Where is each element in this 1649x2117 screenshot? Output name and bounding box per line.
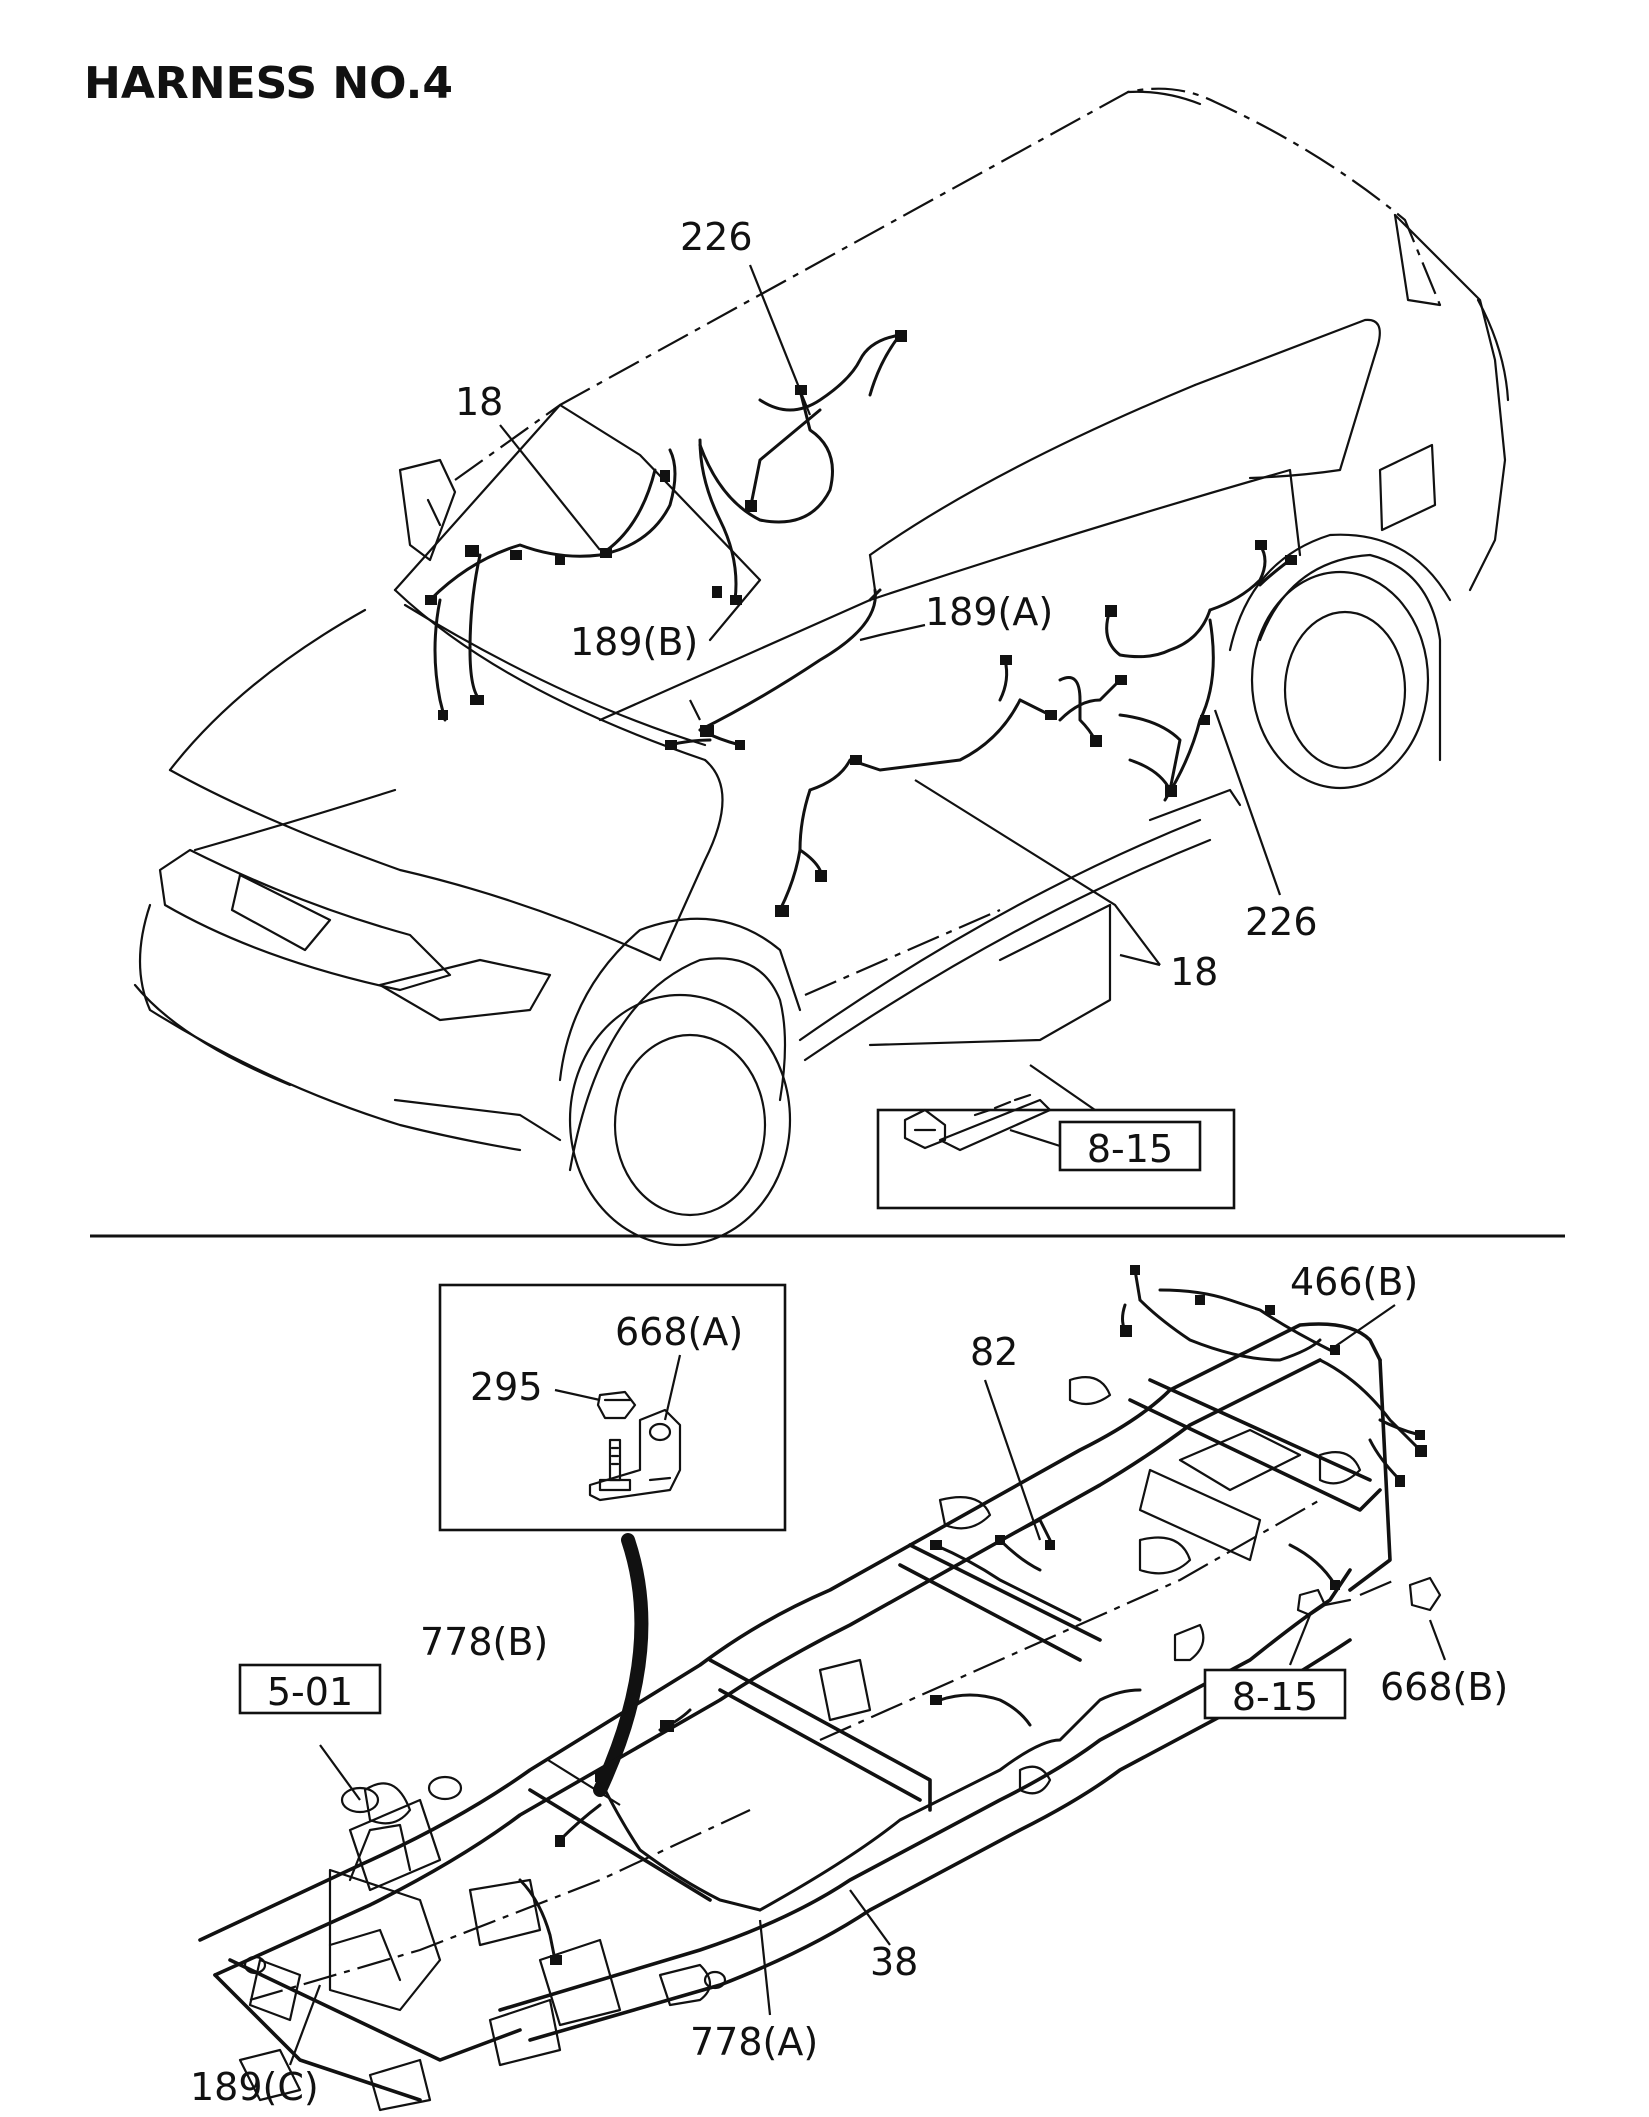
callout-18-right: 18 [1170, 950, 1218, 994]
callout-778a: 778(A) [690, 2020, 818, 2064]
callout-668a: 668(A) [615, 1310, 743, 1354]
ref-8-15-top: 8-15 [1087, 1127, 1173, 1171]
inset-bracket-detail: 668(A) 295 [438, 1283, 787, 1532]
top-callouts [499, 264, 1282, 967]
callout-189a: 189(A) [925, 590, 1053, 634]
callout-189b: 189(B) [570, 620, 698, 664]
chassis-frame [198, 1322, 1392, 2112]
callout-18-left: 18 [455, 380, 503, 424]
chassis-harness-wires [518, 1268, 1422, 1962]
ref-5-01: 5-01 [267, 1670, 353, 1714]
callout-226-right: 226 [1245, 900, 1318, 944]
ref-box-5-01[interactable]: 5-01 [238, 1663, 382, 1715]
body-harness-wires [428, 333, 1292, 912]
ref-8-15-bottom: 8-15 [1232, 1675, 1318, 1719]
callout-82: 82 [970, 1330, 1018, 1374]
callout-778b: 778(B) [420, 1620, 548, 1664]
chassis-callouts [288, 1304, 1447, 2066]
vehicle-body [133, 87, 1510, 1247]
inset-clip-detail-top: 8-15 [876, 1064, 1236, 1210]
callout-38: 38 [870, 1940, 918, 1984]
callout-668b: 668(B) [1380, 1665, 1508, 1709]
body-harness-connectors [425, 330, 1297, 917]
callout-466b: 466(B) [1290, 1260, 1418, 1304]
callout-189c: 189(C) [190, 2065, 319, 2109]
chassis-harness-connectors [550, 1265, 1442, 1965]
callout-295: 295 [470, 1365, 543, 1409]
diagram-title: HARNESS NO.4 [84, 58, 453, 109]
callout-226-top: 226 [680, 215, 753, 259]
ref-box-8-15-bottom[interactable]: 8-15 [1203, 1668, 1347, 1720]
